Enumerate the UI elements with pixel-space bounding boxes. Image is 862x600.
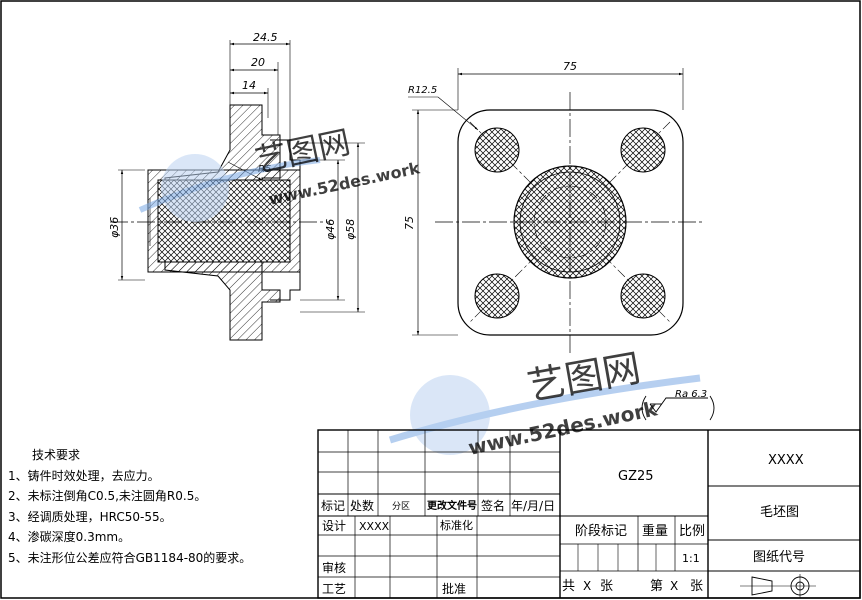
- tb-standardize-label: 标准化: [440, 518, 473, 532]
- tb-approve-label: 批准: [442, 581, 466, 596]
- tech-note-item: 5、未注形位公差应符合GB1184-80的要求。: [8, 550, 252, 565]
- dim-24-5: 24.5: [253, 31, 278, 44]
- dim-phi46: φ46: [324, 219, 337, 240]
- dim-75-width: 75: [563, 60, 577, 73]
- hub-outer: [513, 165, 627, 279]
- tb-scale-label: 比例: [679, 524, 705, 539]
- front-view: [408, 68, 705, 355]
- tb-sign: 签名: [481, 498, 505, 513]
- tb-change-doc: 更改文件号: [427, 499, 477, 512]
- tech-notes-title: 技术要求: [32, 448, 81, 462]
- tb-designer: XXXX: [359, 520, 390, 533]
- tech-note-item: 4、渗碳深度0.3mm。: [8, 530, 131, 544]
- tb-count: 处数: [350, 498, 374, 513]
- tb-drawing-code-label: 图纸代号: [753, 550, 805, 565]
- dim-14: 14: [242, 79, 256, 92]
- tb-part-code: GZ25: [618, 469, 654, 484]
- tech-note-item: 1、铸件时效处理，去应力。: [8, 468, 160, 483]
- tb-date: 年/月/日: [511, 499, 555, 513]
- corner-hole-br: [620, 273, 666, 319]
- tb-process-label: 工艺: [322, 582, 346, 596]
- tb-page-unit: 张: [690, 579, 703, 594]
- tb-page-label: 第: [650, 579, 663, 594]
- corner-hole-tr: [620, 127, 666, 173]
- corner-hole-tl: [474, 127, 520, 173]
- tb-drawing-type: 毛坯图: [760, 505, 799, 520]
- tb-zone: 分区: [392, 501, 410, 512]
- tb-total-unit: 张: [600, 579, 613, 594]
- tb-design-label: 设计: [322, 519, 346, 533]
- corner-hole-bl: [474, 273, 520, 319]
- roughness-value: Ra 6.3: [675, 389, 707, 400]
- tb-mark: 标记: [321, 499, 345, 513]
- watermark-1: [138, 154, 321, 222]
- tb-total-label: 共: [562, 579, 575, 594]
- tech-note-item: 2、未标注倒角C0.5,未注圆角R0.5。: [8, 489, 207, 503]
- watermark-brand-2: 艺图网: [524, 346, 644, 409]
- dim-75-height: 75: [403, 216, 416, 230]
- roughness-symbol: [641, 395, 715, 421]
- tb-total-value: X: [583, 579, 591, 593]
- dim-phi36: φ36: [108, 217, 121, 238]
- watermark-url-2: www.52des.work: [466, 396, 660, 460]
- title-block: [317, 429, 861, 599]
- tb-review-label: 审核: [322, 560, 346, 575]
- tb-top-right: XXXX: [768, 453, 804, 468]
- tech-note-item: 3、经调质处理，HRC50-55。: [8, 509, 172, 524]
- tb-scale-value: 1:1: [682, 552, 700, 565]
- tb-page-value: X: [670, 579, 678, 593]
- dim-phi58: φ58: [344, 219, 357, 240]
- projection-symbol-icon: [751, 576, 773, 596]
- dim-r12-5: R12.5: [408, 85, 437, 96]
- tech-notes: 技术要求 1、铸件时效处理，去应力。 2、未标注倒角C0.5,未注圆角R0.5。…: [8, 445, 308, 568]
- front-square: [457, 109, 684, 336]
- dim-20: 20: [251, 56, 265, 69]
- tb-weight-label: 重量: [642, 523, 668, 539]
- tb-stage-label: 阶段标记: [575, 524, 627, 539]
